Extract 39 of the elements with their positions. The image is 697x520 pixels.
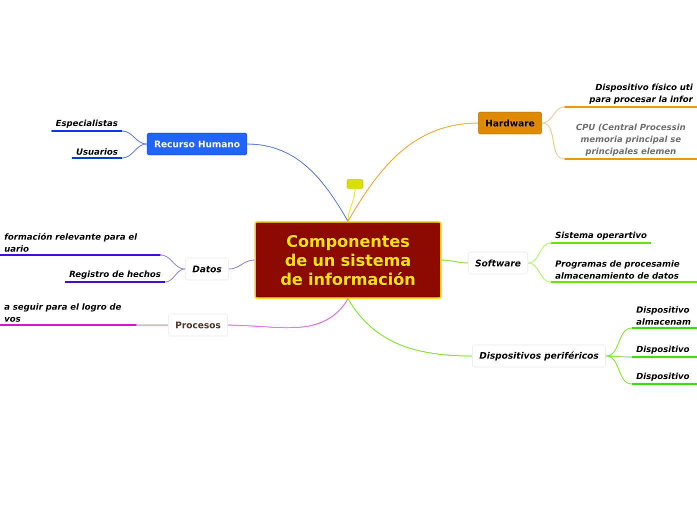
topic-box: Procesos	[168, 314, 228, 336]
subtopic-label: Especialistas	[51, 120, 122, 132]
connector-line	[528, 242, 552, 264]
topic-box: Dispositivos periféricos	[472, 344, 606, 368]
connector-line	[542, 106, 565, 124]
subtopic-label: Sistema operartivo	[551, 232, 652, 244]
connector-line	[348, 122, 478, 222]
connector-line	[160, 254, 186, 270]
central-topic-box: Componentes de un sistema de información	[254, 221, 442, 299]
subtopic-label: Usuarios	[72, 148, 122, 159]
connector-line	[348, 188, 356, 222]
topic-box: Datos	[185, 258, 229, 280]
connector-line	[441, 260, 468, 264]
connector-line	[606, 356, 632, 384]
connector-line	[122, 144, 148, 158]
subtopic-label: CPU (Central Processin memoria principal se principales elemen	[564, 124, 697, 160]
connector-line	[246, 144, 348, 222]
connector-line	[122, 130, 148, 144]
subtopic-label: Programas de procesamie almacenamiento de datos	[551, 260, 697, 283]
connector-line	[228, 260, 255, 270]
subtopic-label: Dispositivo físico uti para procesar la infor	[564, 83, 697, 108]
connector-line	[164, 268, 186, 282]
topic-box: Recurso Humano	[146, 132, 248, 156]
topic-box: Software	[468, 252, 528, 274]
subtopic-label: Dispositivo almacenam	[632, 306, 697, 329]
empty-topic-box	[346, 179, 364, 189]
subtopic-label: Registro de hechos	[65, 270, 165, 283]
connector-line	[606, 356, 632, 358]
subtopic-label: formación relevante para el uario	[0, 232, 160, 256]
connector-line	[542, 122, 565, 160]
connector-line	[228, 298, 348, 328]
connector-line	[136, 324, 168, 326]
connector-line	[348, 298, 472, 356]
connector-line	[528, 262, 552, 282]
subtopic-label: Dispositivo	[632, 346, 697, 358]
subtopic-label: Dispositivo	[632, 372, 697, 385]
subtopic-label: a seguir para el logro de vos	[0, 303, 136, 326]
topic-box: Hardware	[478, 112, 542, 134]
connector-line	[606, 328, 632, 356]
